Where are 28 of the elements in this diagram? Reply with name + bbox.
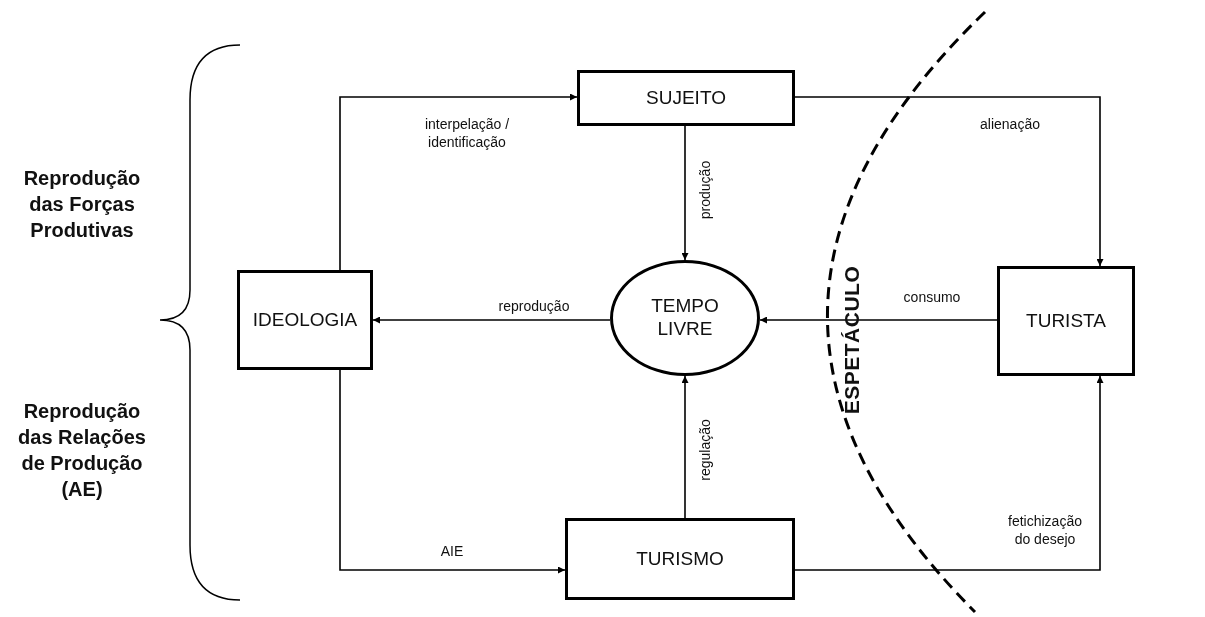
edge-label: produção (697, 160, 715, 220)
node-text: TURISMO (636, 547, 724, 571)
side-label: Reprodução das Forças Produtivas (22, 166, 142, 243)
edge-label: AIE (440, 543, 464, 561)
node-text: IDEOLOGIA (252, 308, 358, 332)
node-text: TEMPO LIVRE (650, 295, 720, 341)
vertical-label: ESPETÁCULO (840, 265, 864, 415)
edge-label: reprodução (498, 298, 570, 316)
edge-label: alienação (980, 116, 1040, 134)
side-label: Reprodução das Relações de Produção (AE) (17, 399, 147, 502)
edge-label: regulação (697, 419, 715, 481)
node-text: TURISTA (1026, 309, 1106, 333)
edge-label: fetichização do desejo (1007, 512, 1083, 548)
node-text: SUJEITO (646, 86, 726, 110)
arrow (681, 125, 689, 261)
process-box (565, 518, 795, 600)
process-box (577, 70, 795, 126)
process-box (997, 266, 1135, 376)
arrow (794, 96, 1104, 267)
arrow (339, 93, 578, 271)
process-box (237, 270, 373, 370)
edge-label: interpelação / identificação (423, 115, 511, 151)
arrow (759, 316, 998, 324)
arrow (372, 316, 611, 324)
arrow (681, 375, 689, 519)
arrow (339, 369, 566, 574)
arrow (794, 375, 1104, 571)
edge-label: consumo (903, 289, 961, 307)
